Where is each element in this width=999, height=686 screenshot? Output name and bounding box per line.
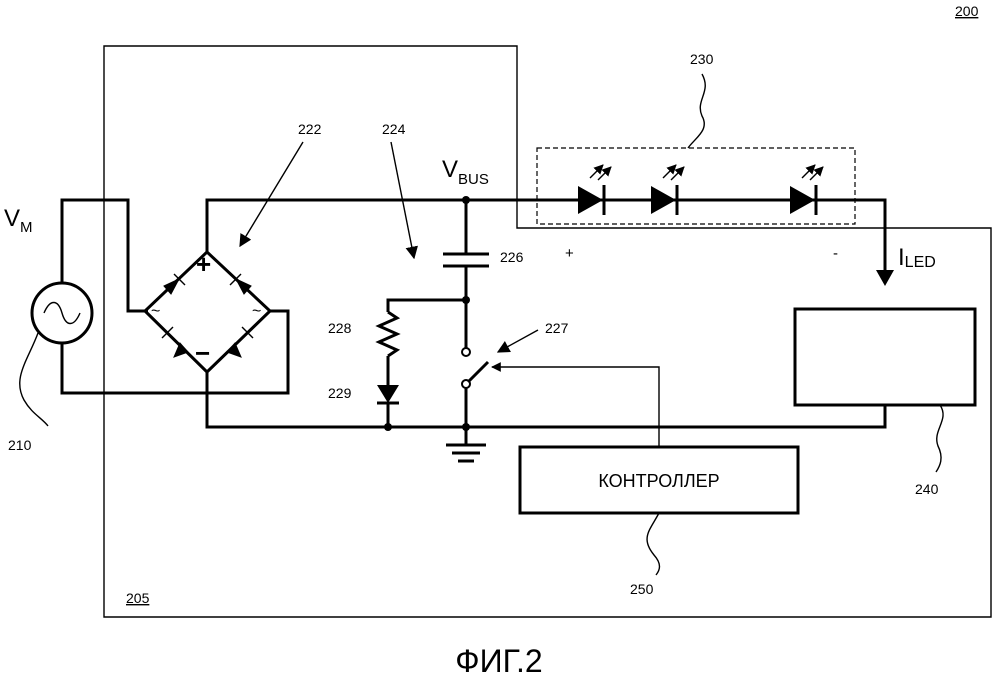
diode-ref-label: 229 (328, 385, 352, 401)
led-string-outline (537, 148, 855, 224)
bus-wire-bottom (207, 372, 885, 427)
controller-ref-leader (647, 513, 659, 575)
figure-ref-label: 200 (955, 3, 979, 19)
bus-voltage-label: VBUS (442, 156, 489, 188)
capacitor-ref-label: 226 (500, 249, 524, 265)
switch-contact-top (462, 348, 470, 356)
bus-wire-top (207, 200, 885, 280)
switch-blade (468, 362, 488, 382)
led-string-ref-label: 230 (690, 51, 714, 67)
bridge-minus-label: − (195, 338, 210, 368)
resistor-branch-wire (388, 300, 466, 312)
led-plus-label: + (565, 245, 574, 262)
load-ref-label: 240 (915, 481, 939, 497)
bridge-ac-right-label: ~ (252, 303, 261, 320)
figure-caption: ФИГ.2 (455, 643, 542, 679)
source-voltage-label: VM (4, 205, 33, 236)
led-string-ref-leader (688, 74, 705, 148)
led-1 (578, 165, 611, 215)
controller-control-line (492, 367, 659, 447)
ac-source-wave (44, 303, 80, 324)
source-ref-label: 210 (8, 437, 32, 453)
bridge-plus-label: + (196, 249, 211, 279)
switch-ref-arrow (498, 330, 538, 352)
diode-ground-node (384, 423, 392, 431)
load-ref-leader (936, 405, 943, 472)
wire-source-bottom (62, 311, 288, 393)
led-3 (790, 165, 823, 215)
bridge-ref-arrow (240, 142, 303, 246)
led-current-arrow (876, 270, 894, 286)
led-current-label: ILED (898, 244, 936, 271)
resistor-symbol (379, 312, 397, 356)
led-minus-label: - (833, 245, 838, 262)
bridge-ref-label: 222 (298, 121, 322, 137)
ground-symbol (446, 427, 486, 461)
discharge-diode-symbol (377, 385, 399, 403)
led-2 (651, 165, 684, 215)
board-ref-label: 205 (126, 590, 150, 606)
source-ref-leader (20, 333, 48, 426)
controller-ref-label: 250 (630, 581, 654, 597)
resistor-ref-label: 228 (328, 320, 352, 336)
controller-label: КОНТРОЛЛЕР (598, 471, 719, 491)
bridge-ac-left-label: ~ (151, 303, 160, 320)
wire-source-top (62, 200, 148, 311)
load-box (795, 309, 975, 405)
circuit-ref-label: 224 (382, 121, 406, 137)
switch-ref-label: 227 (545, 320, 569, 336)
